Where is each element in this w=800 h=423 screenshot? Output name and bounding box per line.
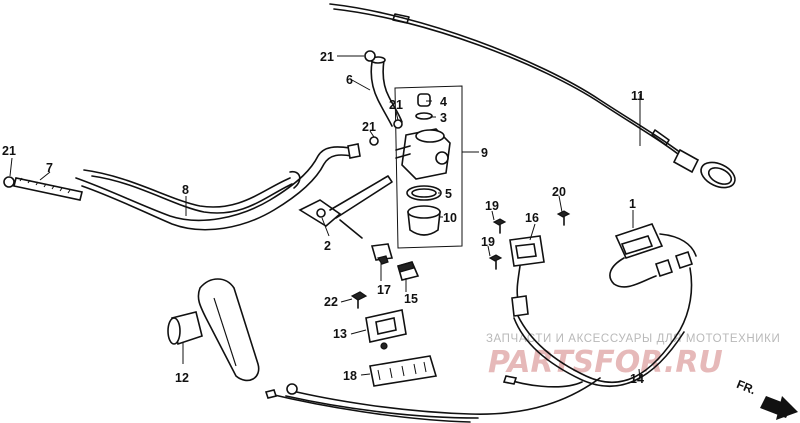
callout-numbers: 1 2 3 4 5 6 7 8 9 10 11 12 13 14 15 16 1…: [2, 50, 644, 386]
callout-16: 16: [525, 211, 539, 225]
callout-9: 9: [481, 146, 488, 160]
fuel-tube-8: [75, 143, 361, 231]
callout-7: 7: [46, 161, 53, 175]
callout-15: 15: [404, 292, 418, 306]
callout-14: 14: [630, 372, 644, 386]
fuel-valve-assembly: [394, 85, 463, 249]
callout-19-upper: 19: [485, 199, 499, 213]
wire-harness-14: [264, 267, 693, 423]
hose-7: [13, 177, 83, 201]
ignition-unit-1: [609, 223, 697, 288]
watermark-tagline: ЗАПЧАСТИ И АКСЕССУАРЫ ДЛЯ МОТОТЕХНИКИ: [486, 333, 780, 345]
starter-handle-12: START: [167, 278, 260, 382]
callout-21-left: 21: [2, 144, 16, 158]
lever-2: [298, 175, 393, 239]
callout-21-mid: 21: [362, 120, 376, 134]
callout-21-valve: 21: [389, 98, 403, 112]
bracket-13: [365, 309, 407, 350]
front-direction-arrow: FR.: [735, 377, 798, 420]
callout-4: 4: [440, 95, 447, 109]
switch-16: [509, 235, 545, 317]
callout-20: 20: [552, 185, 566, 199]
hose-clips-21: [3, 50, 403, 188]
screws: [488, 210, 571, 270]
callout-6: 6: [346, 73, 353, 87]
front-direction-label: FR.: [735, 377, 758, 397]
callout-11: 11: [631, 89, 644, 103]
clip-17: [370, 243, 394, 265]
callout-22: 22: [324, 295, 338, 309]
watermark-brand: PARTSFOR.RU: [488, 345, 723, 380]
choke-cable: [329, 3, 736, 189]
foam-pad-18: [369, 355, 438, 387]
callout-17: 17: [377, 283, 391, 297]
callout-19-lower: 19: [481, 235, 495, 249]
callout-12: 12: [175, 371, 189, 385]
callout-10: 10: [443, 211, 457, 225]
callout-1: 1: [629, 197, 636, 211]
rubber-15: [397, 261, 420, 281]
callout-13: 13: [333, 327, 347, 341]
bolt-22: [350, 291, 368, 309]
callout-8: 8: [182, 183, 189, 197]
callout-2: 2: [324, 239, 331, 253]
callout-18: 18: [343, 369, 357, 383]
callout-3: 3: [440, 111, 447, 125]
leader-lines: [9, 55, 641, 381]
callout-5: 5: [445, 187, 452, 201]
callout-21-top: 21: [320, 50, 334, 64]
